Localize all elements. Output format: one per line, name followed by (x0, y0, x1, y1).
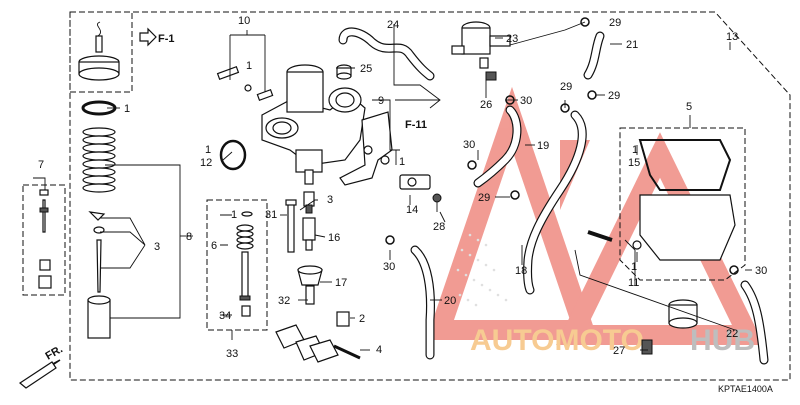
frame-outlines (22, 11, 791, 381)
callout-7: 7 (38, 159, 44, 171)
slide-spring (236, 224, 254, 250)
callout-30: 30 (463, 139, 475, 151)
callout-4: 4 (376, 344, 382, 356)
callout-29: 29 (609, 17, 621, 29)
air-cutoff-valve (451, 21, 511, 81)
callout-1: 1 (631, 261, 637, 273)
callout-32: 32 (278, 295, 290, 307)
callout-12: 12 (200, 157, 212, 169)
callout-34: 34 (219, 310, 231, 322)
fuel-gauge-box (69, 11, 133, 93)
callout-5: 5 (686, 101, 692, 113)
callout-28: 28 (433, 221, 445, 233)
callout-3: 3 (154, 241, 160, 253)
throttle-bracket (339, 111, 442, 212)
callout-labels: 1 1 1 1 1 1 1 2 3 3 4 5 6 7 8 9 10 11 12… (38, 15, 767, 360)
callout-31: 31 (265, 209, 277, 221)
leader-lines (33, 21, 752, 351)
callout-3: 3 (327, 194, 333, 206)
reference-arrows (18, 27, 440, 389)
carb-cover (587, 139, 736, 355)
callout-13: 13 (726, 31, 738, 43)
box-needle-kit (22, 184, 66, 296)
callout-30: 30 (520, 95, 532, 107)
callout-20: 20 (444, 295, 456, 307)
watermark-brand-b: HUB (690, 324, 755, 357)
callout-1: 1 (231, 209, 237, 221)
callout-23: 23 (506, 33, 518, 45)
callout-11: 11 (628, 277, 639, 289)
callout-29: 29 (608, 90, 620, 102)
callout-30: 30 (755, 265, 767, 277)
slide-kit-parts (236, 211, 254, 317)
jet-parts (275, 191, 361, 363)
callout-2: 2 (359, 313, 365, 325)
callout-29: 29 (560, 81, 572, 93)
ref-f11: F-11 (405, 119, 427, 131)
callout-27: 27 (613, 345, 625, 357)
diagram-code: KPTAE1400A (718, 384, 773, 394)
callout-6: 6 (211, 240, 217, 252)
callout-1: 1 (246, 60, 252, 72)
watermark-brand-a: AUTOMOTO (470, 324, 644, 357)
callout-17: 17 (335, 277, 347, 289)
ref-f1: F-1 (158, 33, 175, 45)
top-center-small-parts (216, 64, 352, 171)
callout-24: 24 (387, 19, 399, 31)
fuel-cap-assembly (78, 21, 120, 81)
watermark-halftone (456, 233, 508, 307)
callout-1: 1 (632, 144, 638, 156)
main-frame (69, 11, 791, 381)
callout-1: 1 (399, 156, 405, 168)
callout-1: 1 (124, 103, 130, 115)
callout-15: 15 (628, 157, 640, 169)
callout-14: 14 (406, 204, 418, 216)
callout-25: 25 (360, 63, 372, 75)
box-carb-cover (619, 127, 746, 281)
callout-22: 22 (726, 328, 738, 340)
callout-16: 16 (328, 232, 340, 244)
callout-9: 9 (378, 95, 384, 107)
spring (82, 127, 116, 193)
callout-19: 19 (537, 140, 549, 152)
callout-18: 18 (515, 265, 527, 277)
callout-29: 29 (478, 192, 490, 204)
callout-1: 1 (205, 144, 211, 156)
carburetor-body (261, 64, 366, 185)
callout-33: 33 (226, 348, 238, 360)
left-column-parts (38, 100, 117, 339)
box-slide-kit (206, 199, 268, 331)
callout-26: 26 (480, 99, 492, 111)
callout-21: 21 (626, 39, 638, 51)
callout-8: 8 (186, 231, 192, 243)
callout-10: 10 (238, 15, 250, 27)
hoses (338, 27, 769, 365)
ref-fr: FR. (44, 343, 65, 362)
callout-30: 30 (383, 261, 395, 273)
